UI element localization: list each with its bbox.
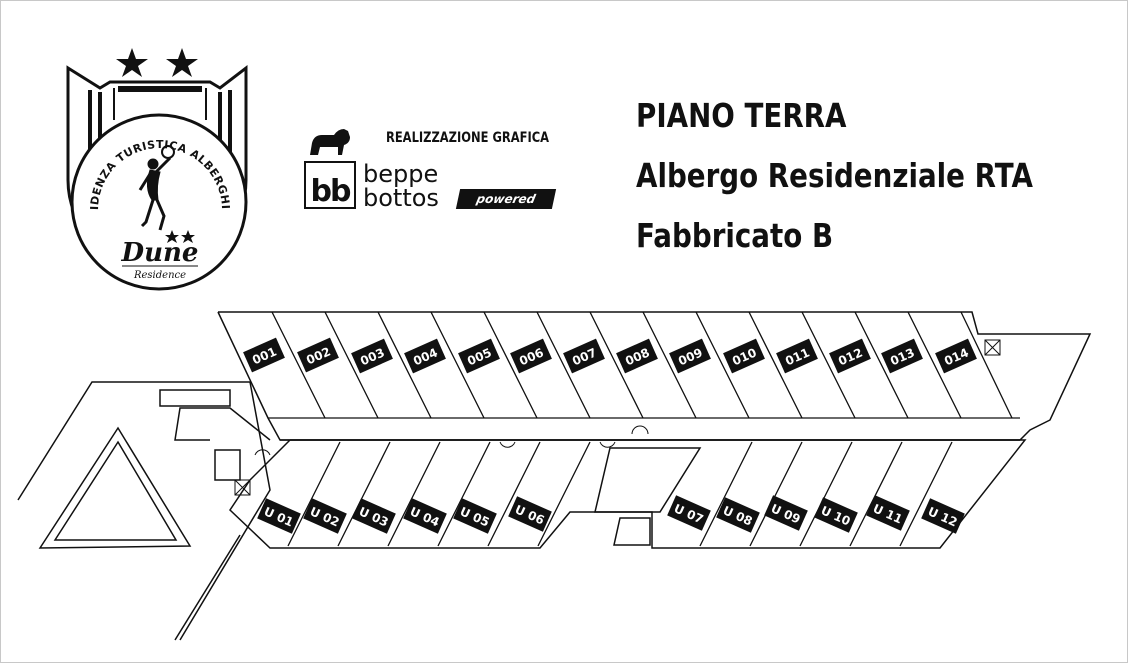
unit-label: U 08	[716, 497, 760, 533]
discus-thrower-icon	[138, 145, 175, 231]
bottom-unit-partitions	[287, 441, 953, 547]
unit-label: 013	[881, 338, 923, 374]
unit-label: U 04	[403, 498, 447, 534]
bottom-wing-outline	[229, 439, 1027, 549]
graphic-credit: REALIZZAZIONE GRAFICA bb beppe bottos po…	[300, 125, 570, 220]
logo-brand-name: Dune	[121, 238, 199, 268]
title-floor: PIANO TERRA	[636, 96, 847, 135]
powered-badge: powered	[455, 189, 557, 209]
unit-label: U 07	[667, 495, 711, 531]
unit-label: U 10	[814, 497, 858, 533]
star-icon	[116, 48, 148, 77]
unit-label: 006	[510, 338, 552, 374]
unit-label: U 01	[257, 498, 301, 534]
star-icon	[166, 48, 198, 77]
credit-heading: REALIZZAZIONE GRAFICA	[386, 130, 550, 146]
title-building-type: Albergo Residenziale RTA	[636, 156, 1033, 195]
bottom-right-unit-labels: U 07 U 08 U 09 U 10 U 11 U 12	[667, 495, 965, 534]
unit-label: U 09	[764, 495, 808, 531]
star-icon	[181, 230, 195, 243]
room-fixtures	[234, 339, 1001, 496]
floor-plan: 001 002 003 004 005 006 007 008 009 010 …	[17, 311, 1092, 641]
unit-label: 008	[616, 338, 658, 374]
top-wing-outline	[217, 311, 1092, 441]
credit-name-line2: bottos	[363, 184, 439, 212]
top-unit-labels: 001 002 003 004 005 006 007 008 009 010 …	[243, 337, 977, 374]
unit-label: 005	[458, 338, 500, 374]
unit-label: 004	[404, 338, 446, 374]
title-building-name: Fabbricato B	[636, 216, 834, 255]
bulldog-icon	[310, 129, 350, 155]
bb-monogram: bb	[304, 161, 356, 209]
unit-label: 003	[351, 338, 393, 374]
title-block: PIANO TERRA Albergo Residenziale RTA Fab…	[636, 86, 1109, 266]
bottom-left-unit-labels: U 01 U 02 U 03 U 04 U 05 U 06	[257, 496, 552, 534]
credit-name-line1: beppe	[363, 160, 439, 188]
unit-label: 014	[935, 338, 977, 374]
logo-brand-subtitle: Residence	[133, 270, 186, 281]
unit-label: U 06	[508, 496, 552, 532]
unit-label: 007	[563, 338, 605, 374]
garden-triangle	[17, 381, 271, 641]
star-icon	[165, 230, 179, 243]
top-unit-partitions	[268, 311, 1020, 419]
unit-label: 001	[243, 337, 285, 373]
unit-label: 011	[776, 338, 818, 374]
unit-label: 010	[723, 338, 765, 374]
unit-label: 009	[669, 338, 711, 374]
unit-label: 012	[829, 338, 871, 374]
unit-label: U 12	[921, 498, 965, 534]
unit-label: 002	[297, 337, 339, 373]
dune-residence-logo: RESIDENZA TURISTICA ALBERGHIERA Dune Res…	[60, 40, 248, 291]
